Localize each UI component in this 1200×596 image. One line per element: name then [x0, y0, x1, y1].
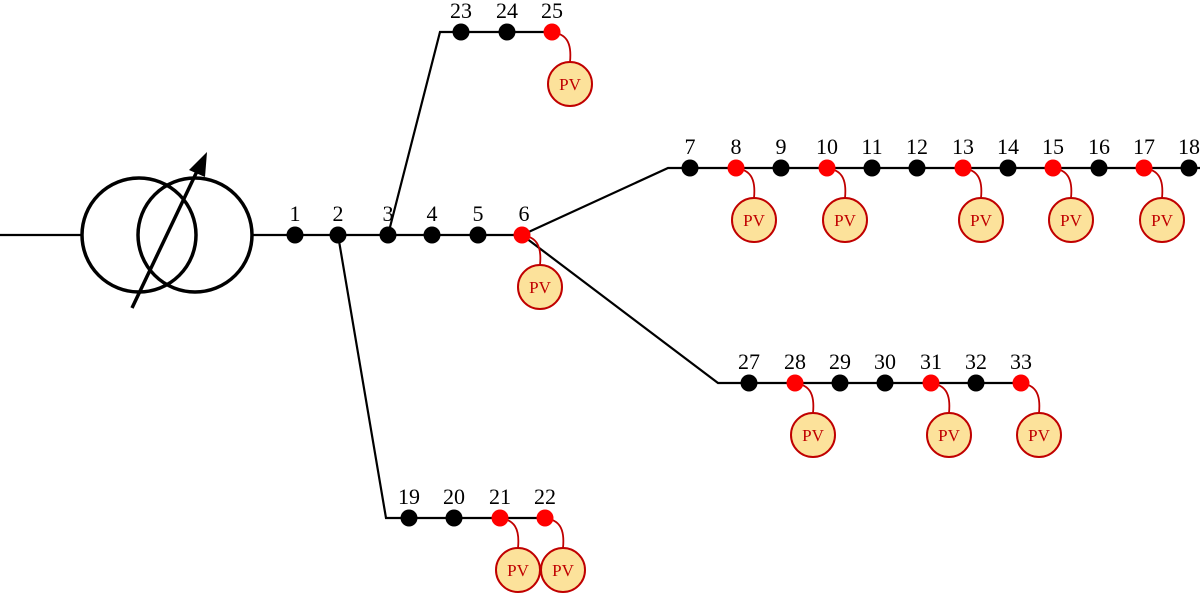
bus-node-27 — [740, 374, 758, 392]
bus-label-28: 28 — [784, 349, 806, 374]
bus-label-30: 30 — [874, 349, 896, 374]
bus-label-2: 2 — [333, 201, 344, 226]
bus-label-17: 17 — [1133, 134, 1155, 159]
pv-label-6: PV — [529, 278, 551, 297]
bus-node-9 — [772, 159, 790, 177]
bus-label-1: 1 — [290, 201, 301, 226]
pv-label-15: PV — [1060, 211, 1082, 230]
bus-node-16 — [1090, 159, 1108, 177]
pv-label-25: PV — [559, 75, 581, 94]
bus-label-12: 12 — [906, 134, 928, 159]
bus-node-20 — [445, 509, 463, 527]
bus-label-15: 15 — [1042, 134, 1064, 159]
pv-label-13: PV — [970, 211, 992, 230]
bus-label-7: 7 — [685, 134, 696, 159]
bus-node-5 — [469, 226, 487, 244]
bus-node-14 — [999, 159, 1017, 177]
bus-node-12 — [908, 159, 926, 177]
bus-node-19 — [400, 509, 418, 527]
bus-node-33 — [1012, 374, 1030, 392]
pv-label-21: PV — [507, 561, 529, 580]
bus-label-27: 27 — [738, 349, 760, 374]
bus-node-15 — [1044, 159, 1062, 177]
bus-node-29 — [831, 374, 849, 392]
bus-node-4 — [423, 226, 441, 244]
bus-node-18 — [1180, 159, 1198, 177]
pv-connections: PV PV PV PV PV PV PV PV PV PV PV PV — [495, 31, 1185, 593]
pv-unit-17 — [1139, 197, 1185, 243]
bus-label-18: 18 — [1178, 134, 1200, 159]
bus-label-20: 20 — [443, 484, 465, 509]
bus-node-8 — [727, 159, 745, 177]
bus-node-22 — [536, 509, 554, 527]
bus-label-33: 33 — [1010, 349, 1032, 374]
bus-label-5: 5 — [473, 201, 484, 226]
bus-node-7 — [681, 159, 699, 177]
pv-unit-6 — [517, 264, 563, 310]
bus-node-25 — [543, 23, 561, 41]
bus-node-30 — [876, 374, 894, 392]
pv-label-8: PV — [743, 211, 765, 230]
bus-label-16: 16 — [1088, 134, 1110, 159]
bus-node-10 — [818, 159, 836, 177]
pv-label-10: PV — [834, 211, 856, 230]
bus-node-17 — [1135, 159, 1153, 177]
bus-label-4: 4 — [427, 201, 438, 226]
bus-node-23 — [452, 23, 470, 41]
bus-label-3: 3 — [383, 201, 394, 226]
bus-label-19: 19 — [398, 484, 420, 509]
bus-label-23: 23 — [450, 0, 472, 23]
branch-19-22-line — [336, 234, 545, 520]
bus-label-11: 11 — [861, 134, 882, 159]
bus-node-21 — [491, 509, 509, 527]
pv-unit-15 — [1048, 197, 1094, 243]
bus-label-29: 29 — [829, 349, 851, 374]
bus-label-6: 6 — [519, 201, 530, 226]
pv-unit-10 — [822, 197, 868, 243]
bus-label-31: 31 — [920, 349, 942, 374]
pv-unit-31 — [926, 412, 972, 458]
pv-label-31: PV — [938, 426, 960, 445]
bus-node-2 — [329, 226, 347, 244]
pv-label-17: PV — [1151, 211, 1173, 230]
bus-node-3 — [379, 226, 397, 244]
pv-unit-25 — [547, 61, 593, 107]
bus-label-13: 13 — [952, 134, 974, 159]
bus-label-21: 21 — [489, 484, 511, 509]
pv-unit-8 — [731, 197, 777, 243]
bus-node-31 — [922, 374, 940, 392]
bus-node-32 — [967, 374, 985, 392]
pv-unit-22 — [540, 547, 586, 593]
bus-node-13 — [954, 159, 972, 177]
pv-label-22: PV — [552, 561, 574, 580]
variable-transformer-icon — [80, 152, 254, 309]
bus-node-6 — [513, 226, 531, 244]
bus-label-32: 32 — [965, 349, 987, 374]
pv-label-33: PV — [1028, 426, 1050, 445]
pv-label-28: PV — [802, 426, 824, 445]
bus-label-22: 22 — [534, 484, 556, 509]
branch-7-18-line — [521, 166, 1200, 236]
pv-unit-13 — [958, 197, 1004, 243]
bus-label-10: 10 — [816, 134, 838, 159]
bus-label-25: 25 — [541, 0, 563, 23]
pv-unit-28 — [790, 412, 836, 458]
bus-node-24 — [498, 23, 516, 41]
bus-node-1 — [286, 226, 304, 244]
branch-27-33-line — [521, 234, 1021, 385]
pv-unit-33 — [1016, 412, 1062, 458]
bus-node-11 — [863, 159, 881, 177]
bus-label-14: 14 — [997, 134, 1019, 159]
bus-label-8: 8 — [731, 134, 742, 159]
bus-node-28 — [786, 374, 804, 392]
bus-label-24: 24 — [496, 0, 518, 23]
bus-label-9: 9 — [776, 134, 787, 159]
